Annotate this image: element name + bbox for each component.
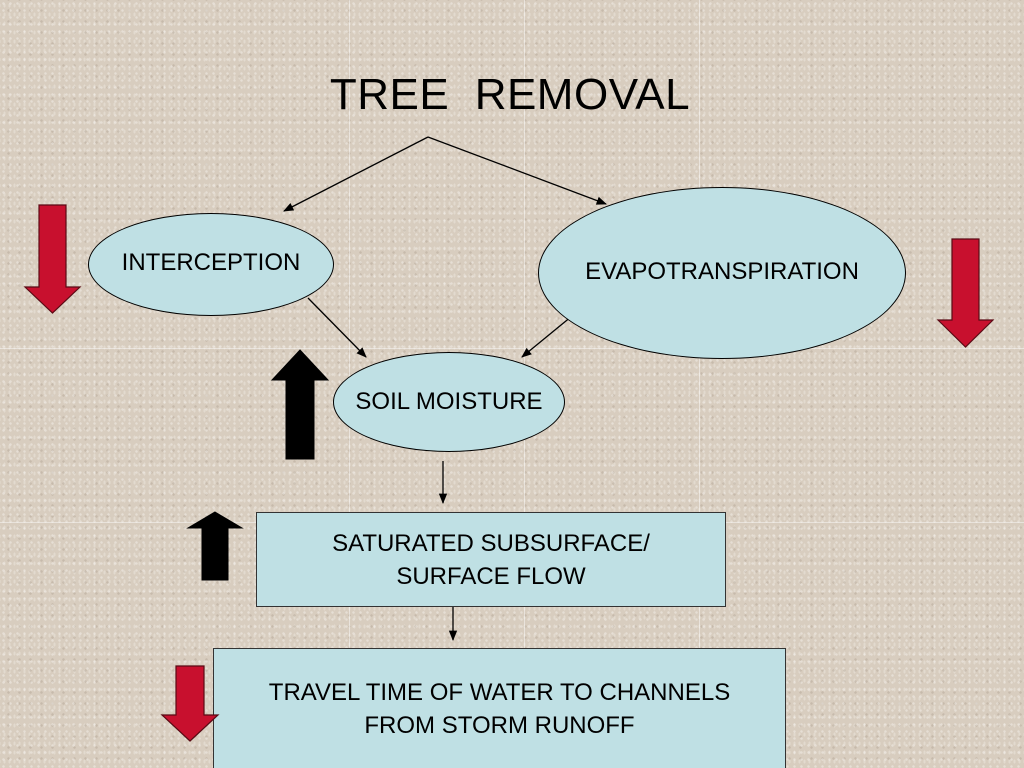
tile-seam [699, 0, 700, 768]
connector-title-to-interception [283, 136, 429, 212]
travel-time-label-line2: FROM STORM RUNOFF [364, 712, 635, 739]
travel-time-decrease-arrow-icon [160, 665, 220, 742]
evapotranspiration-decrease-arrow-icon [936, 238, 995, 348]
interception-node: INTERCEPTION [88, 213, 334, 316]
travel-time-label-line1: TRAVEL TIME OF WATER TO CHANNELS [268, 679, 731, 706]
evapotranspiration-label: EVAPOTRANSPIRATION [585, 258, 859, 285]
soil-moisture-increase-arrow-icon [270, 349, 330, 460]
slide-title: TREE REMOVAL [329, 70, 691, 119]
tile-seam [0, 348, 1024, 349]
saturated-flow-label-line1: SATURATED SUBSURFACE/ [332, 529, 650, 557]
connector-evapotranspiration-to-soil [521, 315, 573, 358]
evapotranspiration-node: EVAPOTRANSPIRATION [538, 187, 906, 359]
saturated-flow-increase-arrow-icon [186, 511, 244, 581]
interception-label: INTERCEPTION [121, 248, 301, 276]
soil-moisture-node: SOIL MOISTURE [333, 352, 565, 452]
connector-interception-to-soil [307, 297, 367, 358]
saturated-flow-label-line2: SURFACE FLOW [396, 562, 586, 590]
travel-time-node: TRAVEL TIME OF WATER TO CHANNELS FROM ST… [213, 648, 786, 768]
connector-title-to-evapotranspiration [427, 136, 607, 205]
soil-moisture-label: SOIL MOISTURE [355, 388, 543, 415]
interception-decrease-arrow-icon [23, 204, 82, 314]
saturated-flow-node: SATURATED SUBSURFACE/ SURFACE FLOW [256, 512, 726, 607]
